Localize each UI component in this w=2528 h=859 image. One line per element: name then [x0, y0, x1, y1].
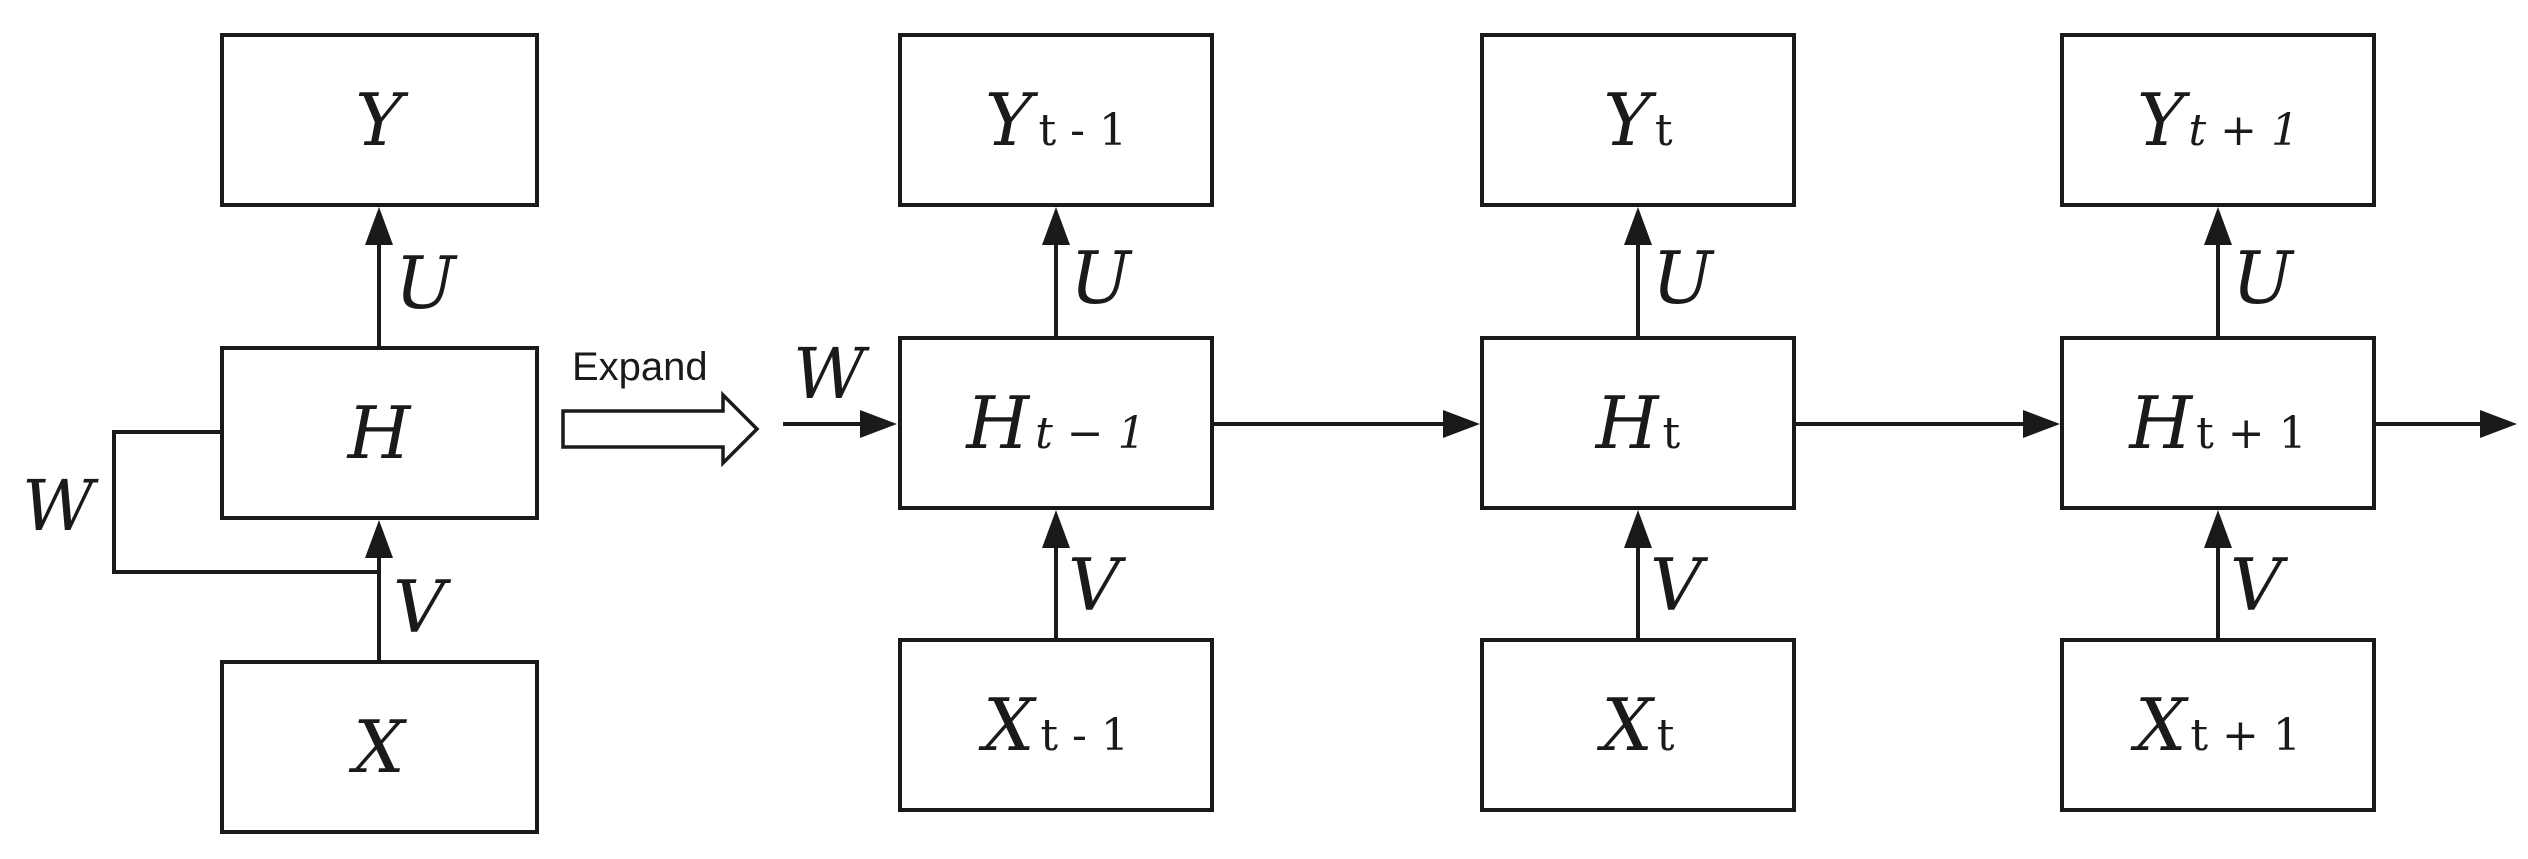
u-label-t-minus-1: U [1070, 236, 1133, 320]
input-label-t-plus-1: Xt + 1 [2130, 683, 2301, 767]
u-arrowhead-t-plus-1 [2204, 207, 2232, 245]
v-arrowhead-t [1624, 510, 1652, 548]
u-label-t-plus-1: U [2232, 236, 2295, 320]
hidden-label-t-plus-1: Ht + 1 [2127, 381, 2306, 465]
folded-u-arrowhead [365, 207, 393, 245]
hidden-label-t: Ht [1594, 381, 1681, 465]
initial-w-arrowhead [860, 410, 897, 438]
u-arrowhead-t-minus-1 [1042, 207, 1070, 245]
v-label-t-minus-1: V [1068, 543, 1127, 627]
v-label-t: V [1650, 543, 1709, 627]
output-box-t-minus-1 [898, 33, 1214, 207]
expand-label: Expand [572, 345, 708, 389]
recurrent-arrowhead-1 [1443, 410, 1480, 438]
recurrent-arrowhead-2 [2023, 410, 2060, 438]
folded-hidden-label: H [346, 391, 412, 475]
folded-hidden-box [220, 346, 539, 520]
folded-rnn: Y H X U V W [22, 33, 539, 834]
expand-arrow-group: Expand [561, 345, 760, 468]
folded-v-arrowhead [365, 520, 393, 558]
u-arrowhead-t [1624, 207, 1652, 245]
folded-input-label: X [348, 705, 407, 789]
folded-w-label: W [22, 465, 99, 547]
unrolled-initial-w-label: W [793, 333, 870, 415]
step-t-plus-1: Yt + 1 Ht + 1 Xt + 1 U V [2060, 33, 2376, 812]
hidden-box-t [1480, 336, 1796, 510]
output-label-t: Yt [1603, 78, 1673, 162]
output-box-t [1480, 33, 1796, 207]
output-box-t-plus-1 [2060, 33, 2376, 207]
expand-hollow-arrow [561, 390, 760, 468]
v-arrowhead-t-minus-1 [1042, 510, 1070, 548]
folded-output-label: Y [355, 78, 409, 162]
step-t: Yt Ht Xt U V [1480, 33, 1796, 812]
u-label-t: U [1652, 236, 1715, 320]
output-label-t-plus-1: Yt + 1 [2137, 78, 2299, 162]
folded-w-loop [112, 430, 379, 574]
input-box-t-minus-1 [898, 638, 1214, 812]
folded-output-box [220, 33, 539, 207]
hidden-box-t-minus-1 [898, 336, 1214, 510]
v-arrowhead-t-plus-1 [2204, 510, 2232, 548]
folded-u-label: U [395, 241, 458, 325]
v-label-t-plus-1: V [2230, 543, 2289, 627]
folded-v-label: V [393, 565, 452, 649]
input-box-t [1480, 638, 1796, 812]
input-label-t: Xt [1597, 683, 1675, 767]
final-arrowhead [2480, 410, 2517, 438]
